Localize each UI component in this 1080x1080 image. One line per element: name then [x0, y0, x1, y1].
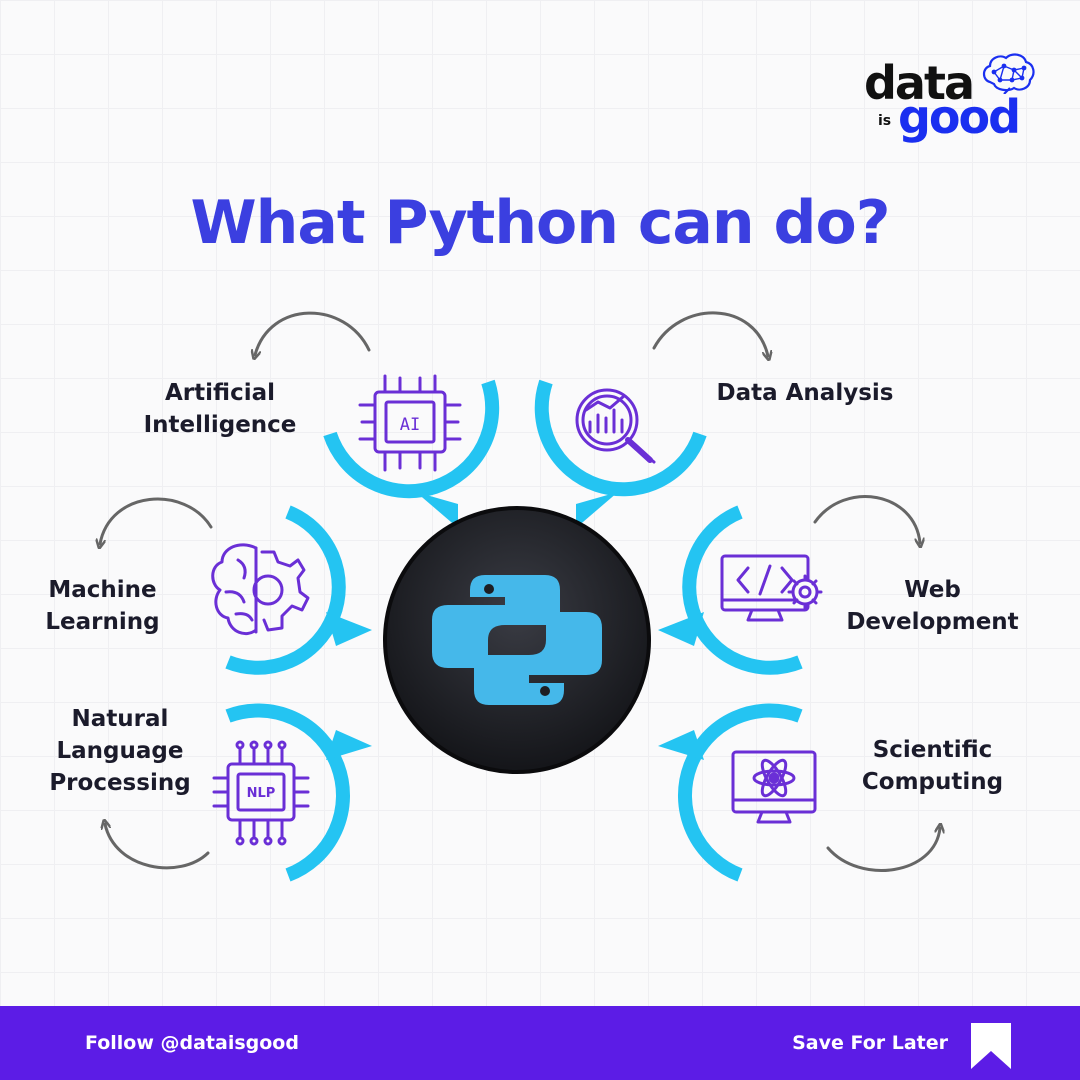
label-artificial-intelligence: Artificial Intelligence: [143, 380, 297, 438]
arrow-data-analysis: [652, 311, 768, 356]
arrow-ml: [100, 497, 213, 544]
arrow-web-dev: [813, 495, 920, 543]
label-data-analysis: Data Analysis: [716, 380, 894, 406]
ring-ai: [323, 379, 500, 499]
arrow-ai: [255, 311, 371, 355]
brand-word-is: is: [878, 113, 892, 129]
brand-word-data: data: [864, 56, 975, 110]
ring-nlp: [225, 703, 350, 882]
label-web-development: Web Development: [846, 577, 1019, 635]
page-title: What Python can do?: [190, 188, 890, 258]
svg-text:AI: AI: [400, 415, 420, 435]
atom-monitor-icon: [731, 750, 817, 824]
python-logo-icon: [383, 506, 651, 774]
ring-data-analysis: [534, 379, 707, 497]
footer-bar: Follow @dataisgood Save For Later: [0, 1006, 1080, 1080]
save-for-later-link[interactable]: Save For Later: [792, 1032, 948, 1054]
ring-scientific: [678, 703, 803, 882]
label-natural-language-processing: Natural Language Processing: [49, 706, 191, 796]
brand-logo: data is good: [862, 52, 1042, 152]
nlp-chip-icon: NLP: [212, 740, 310, 846]
brain-network-icon: [982, 53, 1035, 94]
bookmark-icon[interactable]: [969, 1021, 1013, 1071]
arrow-nlp: [105, 824, 210, 870]
label-machine-learning: Machine Learning: [45, 577, 160, 635]
data-analysis-magnifier-icon: [575, 388, 656, 464]
svg-text:NLP: NLP: [247, 786, 276, 801]
arrow-scientific: [826, 828, 940, 872]
label-scientific-computing: Scientific Computing: [861, 737, 1004, 795]
ai-chip-icon: AI: [358, 374, 462, 472]
code-monitor-icon: [720, 554, 823, 622]
follow-link[interactable]: Follow @dataisgood: [85, 1032, 299, 1054]
python-uses-diagram: AI: [0, 311, 1080, 882]
brand-word-good: good: [898, 90, 1021, 144]
brain-gear-icon: [211, 543, 310, 635]
